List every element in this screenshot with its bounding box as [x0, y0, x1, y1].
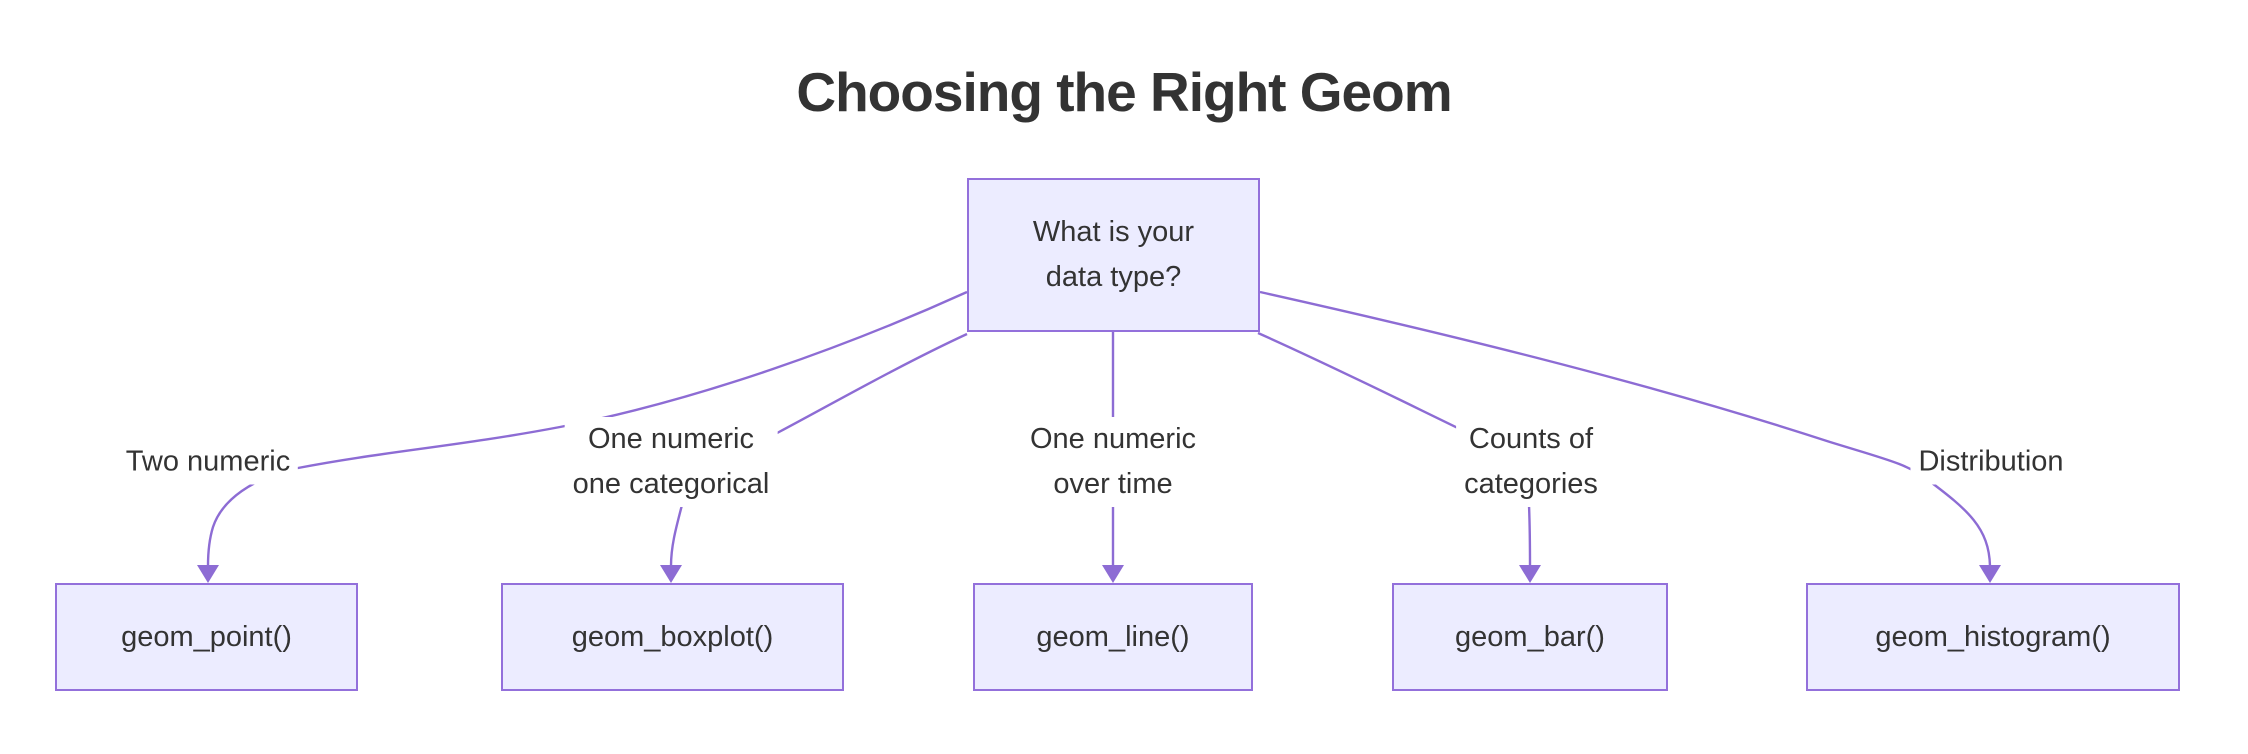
edge-label-line: one categorical [572, 468, 770, 500]
node-root-line: data type? [1045, 261, 1182, 293]
node-geom-histogram: geom_histogram() [1806, 583, 2180, 691]
node-geom-point: geom_point() [55, 583, 358, 691]
node-root-question: What is your data type? [967, 178, 1260, 332]
node-label: geom_line() [1036, 620, 1190, 653]
edge-label-two-numeric: Two numeric [117, 439, 299, 485]
node-label: geom_boxplot() [571, 620, 774, 653]
edge-label-line: Counts of [1468, 423, 1594, 455]
node-root-line: What is your [1032, 216, 1195, 248]
node-label: geom_bar() [1455, 620, 1605, 653]
edge-root-to-geom-point [206, 290, 968, 567]
edge-label-line: Two numeric [125, 445, 291, 478]
diagram-title: Choosing the Right Geom [796, 61, 1452, 123]
arrowhead-geom-boxplot [660, 565, 682, 583]
edge-root-to-geom-histogram [1259, 290, 1992, 567]
arrowhead-geom-line [1102, 565, 1124, 583]
node-label: geom_histogram() [1875, 620, 2111, 653]
edge-label-line: over time [1053, 468, 1173, 500]
edge-label-line: One numeric [1029, 423, 1197, 455]
edge-label-one-numeric-one-categorical: One numeric one categorical [564, 417, 778, 507]
edge-label-one-numeric-over-time: One numeric over time [1021, 417, 1205, 507]
edge-label-line: categories [1464, 468, 1598, 500]
edge-label-line: One numeric [587, 423, 754, 455]
edge-label-counts-of-categories: Counts of categories [1456, 417, 1606, 507]
edge-label-distribution: Distribution [1910, 439, 2072, 485]
arrowhead-geom-bar [1519, 565, 1541, 583]
edge-label-line: Distribution [1918, 445, 2064, 478]
node-geom-line: geom_line() [973, 583, 1253, 691]
arrowhead-geom-histogram [1979, 565, 2001, 583]
node-geom-boxplot: geom_boxplot() [501, 583, 844, 691]
arrowhead-geom-point [197, 565, 219, 583]
node-geom-bar: geom_bar() [1392, 583, 1668, 691]
node-label: geom_point() [121, 620, 292, 653]
